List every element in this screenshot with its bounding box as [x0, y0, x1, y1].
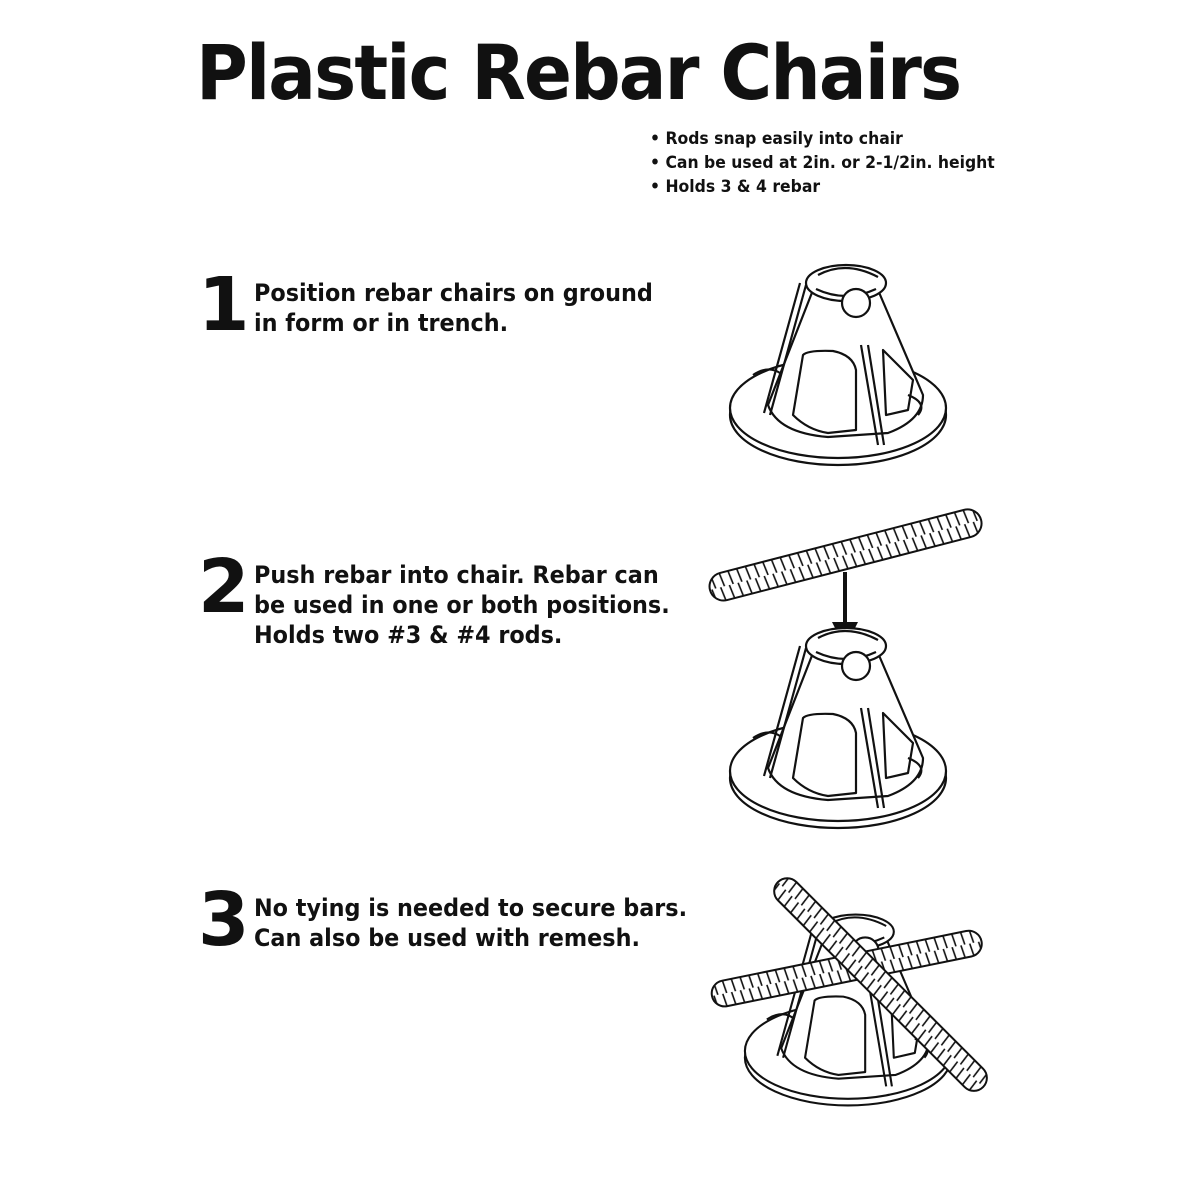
rebar-chair-illustration — [728, 263, 948, 467]
step-text: Position rebar chairs on ground in form … — [254, 278, 653, 338]
step-number: 2 — [198, 544, 250, 630]
step-line: in form or in trench. — [254, 309, 509, 337]
rebar-illustration — [708, 508, 983, 602]
step-number: 1 — [198, 262, 250, 348]
feature-item: • Holds 3 & 4 rebar — [650, 177, 821, 197]
step-number: 3 — [198, 877, 250, 963]
step-line: Can also be used with remesh. — [254, 924, 640, 952]
feature-item: • Rods snap easily into chair — [650, 129, 903, 149]
step-line: Holds two #3 & #4 rods. — [254, 621, 563, 649]
feature-list: • Rods snap easily into chair • Can be u… — [650, 127, 995, 199]
step-line: Position rebar chairs on ground — [254, 279, 653, 307]
page-title: Plastic Rebar Chairs — [196, 28, 962, 117]
step-text: Push rebar into chair. Rebar can be used… — [254, 560, 670, 650]
step-line: be used in one or both positions. — [254, 591, 670, 619]
rebar-illustration — [710, 877, 988, 1092]
step-line: Push rebar into chair. Rebar can — [254, 561, 659, 589]
step-text: No tying is needed to secure bars. Can a… — [254, 893, 687, 953]
feature-item: • Can be used at 2in. or 2-1/2in. height — [650, 153, 995, 173]
step-line: No tying is needed to secure bars. — [254, 894, 688, 922]
rebar-chair-illustration — [728, 626, 948, 830]
